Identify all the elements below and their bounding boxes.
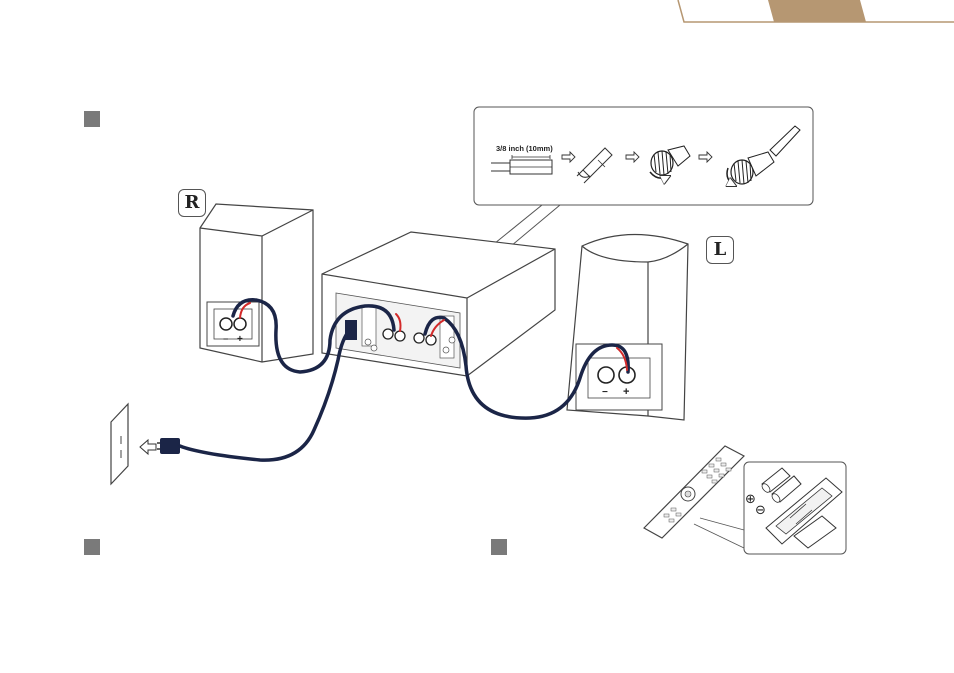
power-connection (110, 328, 352, 486)
remote-control[interactable] (643, 445, 746, 549)
battery-minus-symbol: ⊖ (755, 502, 766, 517)
right-speaker-label: R (178, 189, 206, 217)
right-speaker-positive-terminal[interactable] (233, 317, 247, 331)
unit-red-wire-1 (395, 313, 402, 332)
left-speaker: − + (566, 233, 689, 421)
binding-post-loosen-icon (649, 145, 691, 178)
strip-length-label: 3/8 inch (10mm) (496, 144, 553, 153)
wall-outlet[interactable] (110, 402, 129, 486)
right-speaker-negative-terminal[interactable] (219, 317, 233, 331)
battery-cover[interactable] (793, 515, 837, 549)
insert-arrow-icon (139, 438, 157, 456)
unit-left-negative-terminal[interactable] (413, 332, 425, 344)
speaker-cables (231, 298, 630, 420)
right-speaker-cable (231, 298, 396, 374)
right-negative-label: − (223, 334, 228, 344)
binding-post-tighten-icon (727, 125, 801, 186)
step-marker-2 (84, 539, 100, 555)
remote-buttons[interactable] (663, 457, 732, 523)
left-speaker-cable (423, 315, 630, 420)
header-tab-bar (677, 0, 954, 23)
arrow-icon (625, 150, 640, 164)
unit-right-positive-terminal[interactable] (394, 330, 406, 342)
power-cord (178, 328, 352, 462)
rear-panel-connectors (361, 305, 456, 359)
right-speaker: − + (199, 203, 314, 363)
step-marker-1 (84, 111, 100, 127)
left-speaker-negative-terminal[interactable] (597, 366, 615, 384)
step-marker-3 (491, 539, 507, 555)
battery-plus-symbol: ⊕ (745, 491, 756, 506)
remote-battery-compartment (765, 477, 843, 545)
stripped-wire-icon (491, 155, 553, 175)
left-speaker-red-wire (616, 347, 628, 371)
twist-wire-icon (576, 147, 613, 184)
arrow-icon (698, 150, 713, 164)
main-unit (321, 231, 556, 377)
unit-right-negative-terminal[interactable] (382, 328, 394, 340)
wire-prep-callout: 3/8 inch (10mm) (404, 106, 814, 319)
left-positive-label: + (623, 386, 629, 398)
header-tab-active[interactable] (768, 0, 866, 22)
battery-inset: ⊕ ⊖ (743, 461, 847, 555)
battery-2 (771, 475, 802, 503)
unit-red-wire-2 (430, 319, 445, 337)
power-plug[interactable] (160, 438, 180, 454)
battery-1 (761, 467, 791, 493)
right-positive-label: + (237, 334, 243, 345)
left-speaker-label: L (706, 236, 734, 264)
arrow-icon (561, 150, 576, 164)
left-negative-label: − (602, 387, 608, 398)
right-speaker-red-wire (239, 302, 251, 319)
